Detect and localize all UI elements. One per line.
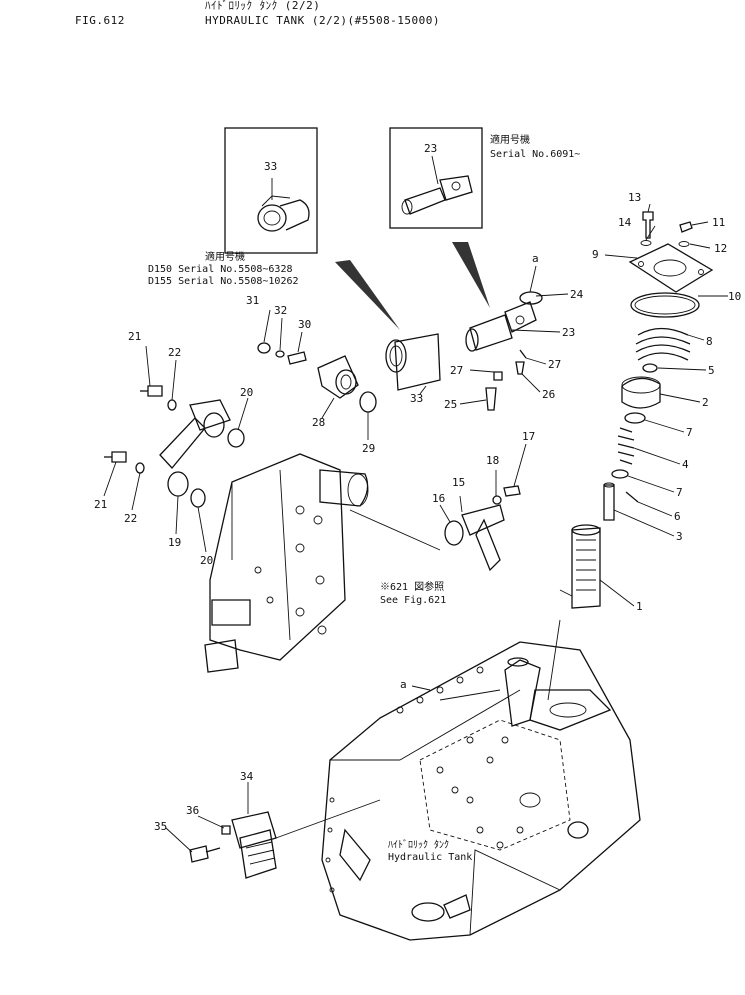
serial-note-jp-b: 適用号機 [205, 250, 245, 263]
filter-cap-assembly [559, 211, 714, 609]
title-japanese: ﾊｲﾄﾞﾛﾘｯｸ ﾀﾝｸ (2/2) [205, 0, 320, 12]
callout-30: 30 [298, 318, 311, 331]
point-a-lower: a [400, 678, 407, 691]
callout-27a: 27 [548, 358, 561, 371]
hydraulic-tank [321, 619, 641, 941]
callout-31: 31 [246, 294, 259, 307]
callout-3: 3 [676, 530, 683, 543]
tank-label: Hydraulic Tank [388, 852, 472, 863]
callout-21-lower: 21 [94, 498, 107, 511]
callout-numbers: 33 23 13 14 11 12 9 10 8 5 2 7 4 7 6 3 1… [94, 142, 741, 833]
fig-621-ref-jp: ※621 図参照 [380, 580, 444, 593]
callout-27b: 27 [450, 364, 463, 377]
callout-29: 29 [362, 442, 375, 455]
callout-26: 26 [542, 388, 555, 401]
callout-22-upper: 22 [168, 346, 181, 359]
callout-22-lower: 22 [124, 512, 137, 525]
callout-28: 28 [312, 416, 325, 429]
callout-18: 18 [486, 454, 499, 467]
callout-24: 24 [570, 288, 584, 301]
control-valve-block [204, 453, 441, 673]
callout-4: 4 [682, 458, 689, 471]
left-pipe-group [104, 385, 245, 508]
inset-part-33 [224, 127, 318, 254]
callout-10: 10 [728, 290, 741, 303]
callout-14: 14 [618, 216, 632, 229]
callout-20-lower: 20 [200, 554, 213, 567]
callout-2: 2 [702, 396, 709, 409]
callout-32: 32 [274, 304, 287, 317]
serial-note-jp-a: 適用号機 [490, 133, 530, 146]
elbow-group [257, 342, 377, 413]
point-a-upper: a [532, 252, 539, 265]
callout-34: 34 [240, 770, 254, 783]
return-pipe-group [385, 291, 543, 411]
callout-1: 1 [636, 600, 643, 613]
callout-21-upper: 21 [128, 330, 141, 343]
callout-16: 16 [432, 492, 445, 505]
callout-36: 36 [186, 804, 199, 817]
callout-33-inset: 33 [264, 160, 277, 173]
figure-title: HYDRAULIC TANK (2/2)(#5508-15000) [205, 14, 440, 27]
serial-note-a: Serial No.6091~ [490, 149, 580, 160]
callout-35: 35 [154, 820, 167, 833]
callout-20-upper: 20 [240, 386, 253, 399]
callout-7a: 7 [686, 426, 693, 439]
callout-12: 12 [714, 242, 727, 255]
callout-23-inset: 23 [424, 142, 437, 155]
callout-11: 11 [712, 216, 725, 229]
serial-note-b1: D150 Serial No.5508~6328 [148, 264, 293, 275]
serial-note-b2: D155 Serial No.5508~10262 [148, 276, 299, 287]
callout-19: 19 [168, 536, 181, 549]
tank-label-jp: ﾊｲﾄﾞﾛﾘｯｸ ﾀﾝｸ [388, 839, 449, 851]
callout-23: 23 [562, 326, 575, 339]
suction-pipe-15 [444, 485, 521, 572]
callout-5: 5 [708, 364, 715, 377]
callout-9: 9 [592, 248, 599, 261]
figure-number: FIG.612 [75, 14, 125, 27]
callout-25: 25 [444, 398, 457, 411]
fig-621-ref: See Fig.621 [380, 595, 446, 606]
pointer-triangle-left [335, 260, 400, 330]
callout-17: 17 [522, 430, 535, 443]
inset-part-23 [389, 127, 483, 229]
drain-strainer-34 [189, 799, 381, 879]
callout-6: 6 [674, 510, 681, 523]
callout-13: 13 [628, 191, 641, 204]
pointer-triangle-right [452, 242, 490, 308]
callout-15: 15 [452, 476, 465, 489]
callout-8: 8 [706, 335, 713, 348]
callout-33: 33 [410, 392, 423, 405]
callout-7b: 7 [676, 486, 683, 499]
leader-lines [103, 203, 728, 853]
